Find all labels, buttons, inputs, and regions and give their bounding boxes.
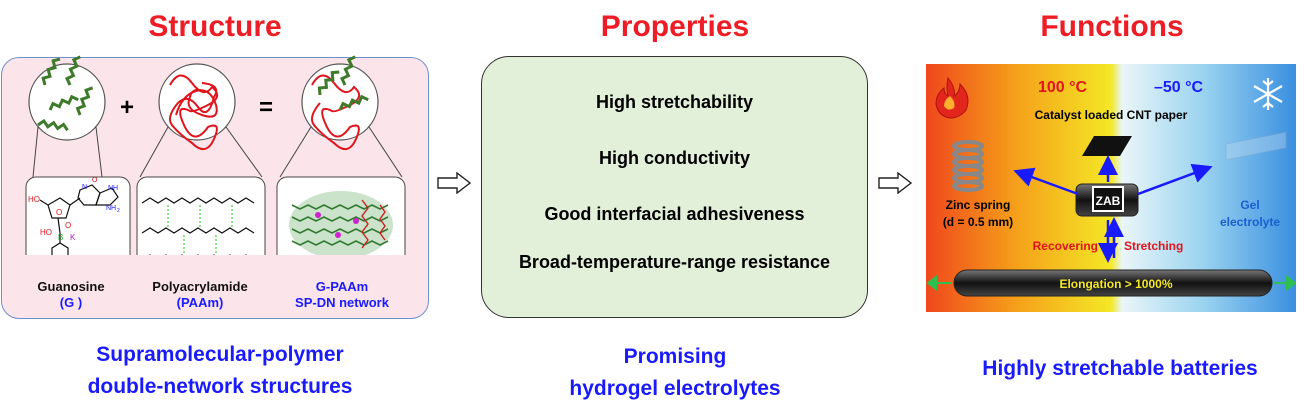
functions-caption: Highly stretchable batteries	[982, 357, 1258, 380]
property-item: High stretchability	[595, 92, 754, 112]
snowflake-icon	[1253, 78, 1283, 110]
properties-heading: Properties	[600, 10, 750, 43]
zoom-lines	[32, 126, 403, 178]
connection-arrows	[1013, 155, 1213, 263]
hollow-right-arrow-icon	[878, 172, 912, 194]
stretching-label: Stretching	[1124, 239, 1183, 253]
nh2-subscript: 2	[117, 208, 120, 214]
equals-sign: =	[259, 94, 273, 121]
ho-label-2: HO	[40, 228, 52, 237]
functions-panel: 100 °C –50 °C Catalyst loaded CNT paper …	[926, 64, 1296, 312]
stretched-battery	[953, 269, 1273, 297]
guanosine-label: Guanosine	[37, 279, 105, 294]
o-label-3: O	[92, 177, 98, 184]
property-item: Broad-temperature-range resistance	[518, 252, 831, 272]
structure-heading: Structure	[148, 10, 282, 43]
cold-temperature: –50 °C	[1154, 79, 1204, 96]
zab-label: ZAB	[1096, 194, 1121, 208]
paam-structure-box	[136, 176, 266, 255]
gpaam-sublabel: SP-DN network	[295, 295, 389, 310]
properties-panel	[481, 56, 868, 318]
structure-caption-line1: Supramolecular-polymer	[96, 343, 344, 366]
gel-label: Gel	[1240, 198, 1259, 212]
guanosine-circle	[28, 55, 106, 141]
paam-abbr: (PAAm)	[176, 295, 224, 310]
o-label-2: O	[65, 221, 71, 230]
guanosine-abbr: (G )	[59, 295, 83, 310]
gpaam-structure-box	[276, 176, 406, 255]
gpaam-label: G-PAAm	[315, 279, 369, 294]
paam-chains	[141, 197, 255, 255]
hbond-lines	[167, 205, 233, 255]
hollow-right-arrow-icon	[437, 172, 471, 194]
paam-label: Polyacrylamide	[152, 279, 248, 294]
properties-caption-line1: Promising	[623, 345, 727, 368]
recovering-label: Recovering	[1033, 239, 1098, 253]
cnt-paper	[1082, 136, 1132, 156]
gpaam-network	[289, 191, 393, 255]
guanosine-structure-box	[25, 176, 131, 255]
functions-heading: Functions	[1040, 10, 1184, 43]
plus-sign: +	[120, 94, 134, 121]
gel-electrolyte-tube	[1225, 131, 1287, 161]
nh-label: NH	[108, 185, 118, 192]
property-item: High conductivity	[598, 148, 750, 168]
gel-electrolyte-label: electrolyte	[1220, 215, 1280, 229]
hot-temperature: 100 °C	[1038, 79, 1088, 96]
property-item: Good interfacial adhesiveness	[544, 204, 805, 224]
n-label: N	[82, 184, 87, 191]
functions-illustration: 100 °C –50 °C Catalyst loaded CNT paper …	[926, 64, 1296, 312]
guanosine-molecule	[39, 184, 119, 255]
elongation-label: Elongation > 1000%	[1059, 277, 1172, 291]
catalyst-label: Catalyst loaded CNT paper	[1035, 108, 1188, 122]
nh2-label: NH	[106, 205, 116, 212]
zinc-spring	[952, 140, 984, 192]
o-label-1: O	[56, 208, 62, 217]
stretch-arrows	[926, 275, 1296, 291]
zinc-spring-diameter: (d = 0.5 mm)	[943, 215, 1013, 229]
k-label: K	[70, 233, 76, 242]
paam-circle	[158, 63, 236, 150]
zinc-spring-label: Zinc spring	[946, 198, 1011, 212]
structure-illustration: + = HO HO O O B	[25, 55, 406, 255]
structure-caption-line2: double-network structures	[87, 375, 353, 398]
properties-caption-line2: hydrogel electrolytes	[569, 377, 781, 400]
b-label: B	[58, 233, 63, 242]
zab-battery	[1075, 183, 1139, 217]
ho-label-1: HO	[28, 195, 40, 204]
fire-icon	[935, 76, 969, 119]
gpaam-circle	[301, 55, 379, 150]
